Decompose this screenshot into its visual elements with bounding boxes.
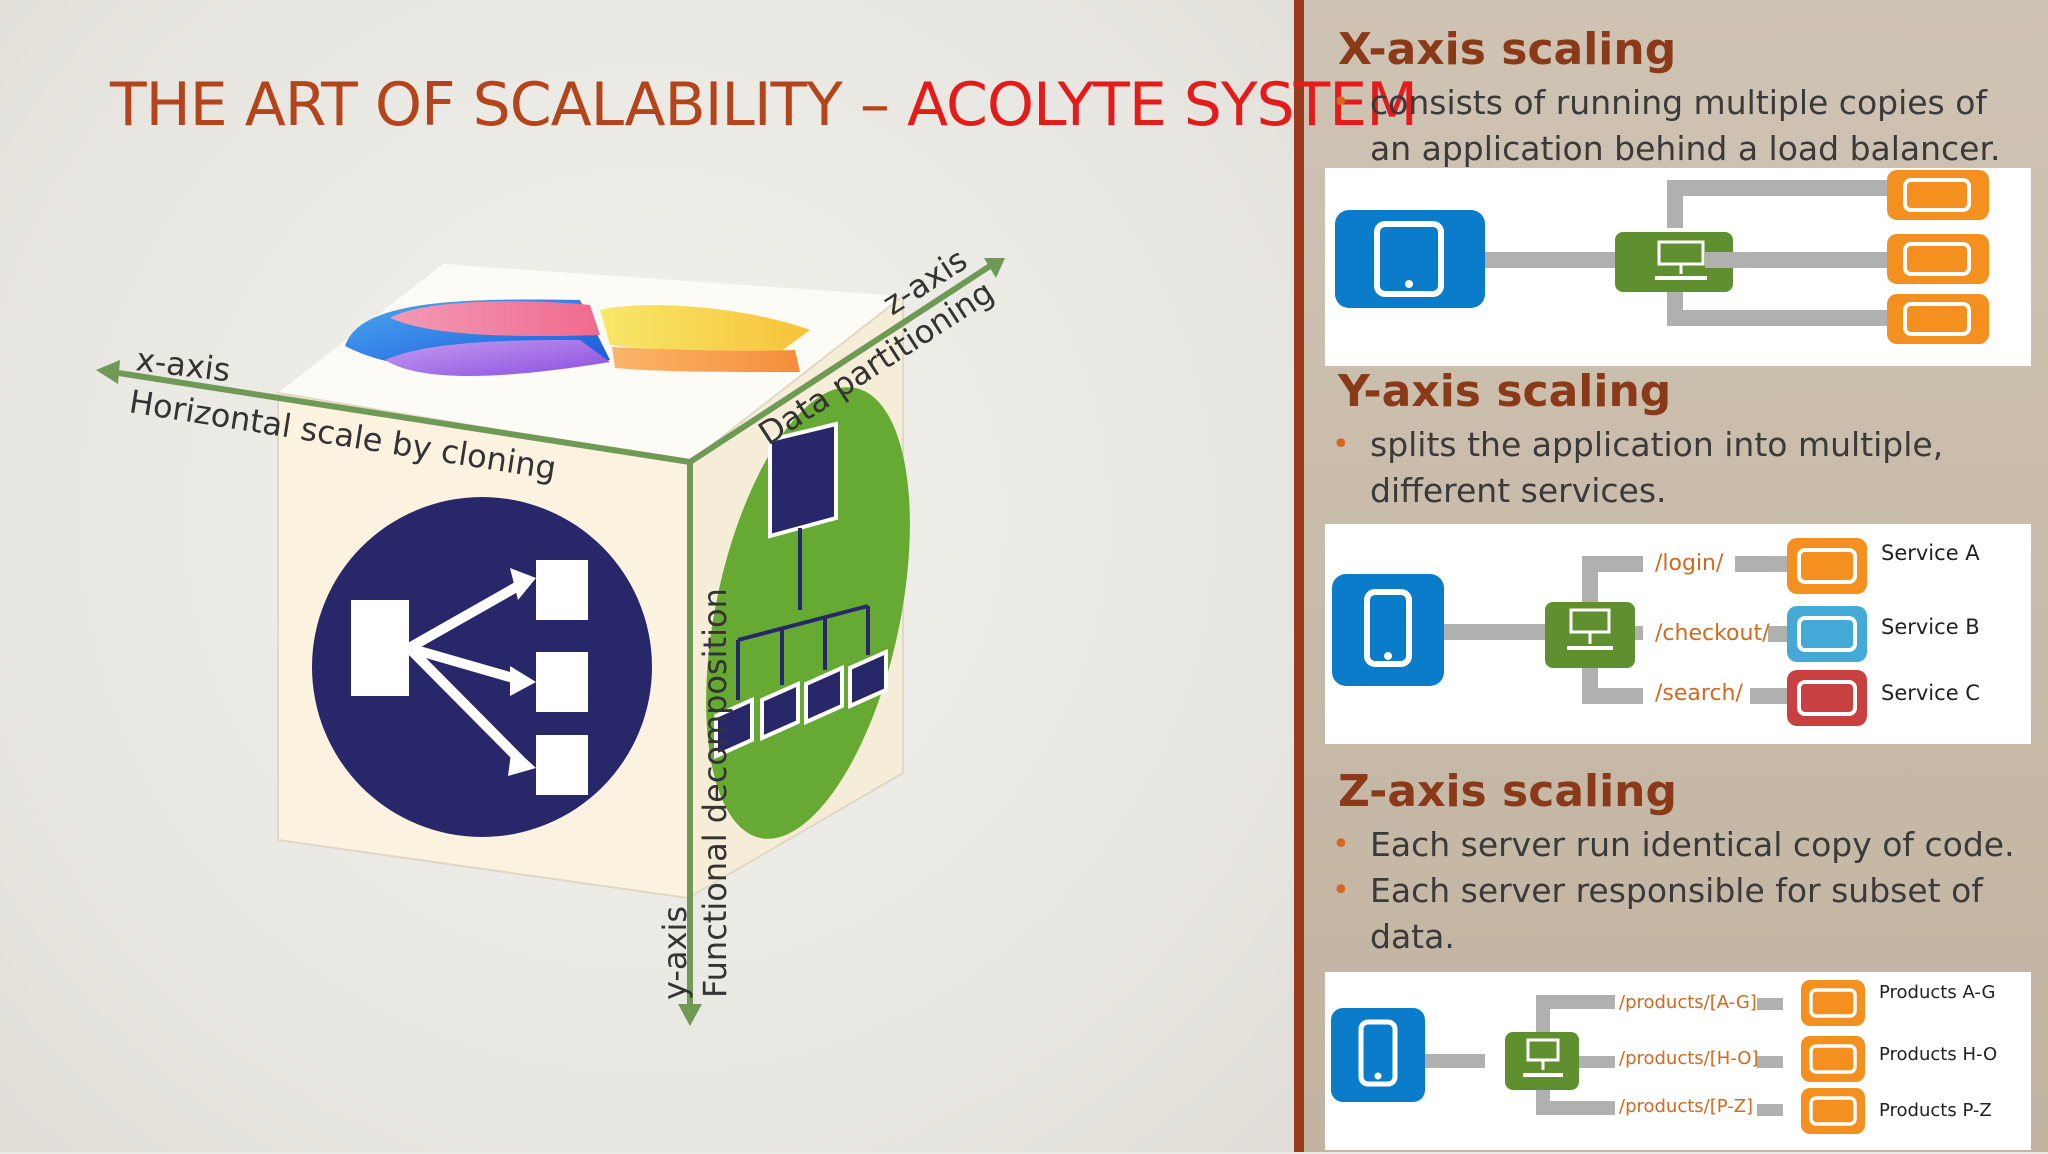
service-b-label: Service B xyxy=(1881,615,1980,639)
products-a-g-label: Products A-G xyxy=(1879,982,1995,1003)
load-balancer-icon xyxy=(1505,1032,1579,1090)
server-window-icon xyxy=(1801,1088,1865,1134)
route-search: /search/ xyxy=(1655,681,1743,706)
hierarchy-icon xyxy=(706,387,910,839)
service-c-label: Service C xyxy=(1881,681,1980,705)
x-axis-bullet: consists of running multiple copies of a… xyxy=(1330,80,2030,172)
server-window-icon xyxy=(1887,170,1989,220)
tablet-icon xyxy=(1335,210,1485,308)
server-window-icon xyxy=(1887,294,1989,344)
tablet-icon xyxy=(1332,574,1444,686)
flow-diverge-icon xyxy=(312,497,652,837)
z-axis-arrow xyxy=(688,258,1005,465)
z-axis-bullet-1: Each server run identical copy of code. xyxy=(1330,822,2030,868)
y-axis-description: Functional decomposition xyxy=(696,588,734,998)
server-window-icon xyxy=(1801,980,1865,1026)
x-axis-arrow xyxy=(96,360,691,465)
x-axis-scaling-bullets: consists of running multiple copies of a… xyxy=(1330,80,2030,172)
z-axis-diagram: /products/[A-G] /products/[H-O] /product… xyxy=(1325,972,2031,1150)
z-axis-scaling-heading: Z-axis scaling xyxy=(1338,766,1678,817)
y-axis-arrow xyxy=(678,462,702,1026)
products-p-z-label: Products P-Z xyxy=(1879,1100,1992,1121)
route-checkout: /checkout/ xyxy=(1655,621,1770,646)
server-window-icon xyxy=(1887,234,1989,284)
products-h-o-label: Products H-O xyxy=(1879,1044,1997,1065)
x-axis-diagram xyxy=(1325,168,2031,366)
y-axis-scaling-bullets: splits the application into multiple, di… xyxy=(1330,422,2030,514)
tablet-icon xyxy=(1331,1008,1425,1102)
z-axis-scaling-bullets: Each server run identical copy of code. … xyxy=(1330,822,2030,960)
server-window-icon xyxy=(1787,538,1867,594)
x-axis-label: x-axis xyxy=(134,340,233,389)
z-axis-bullet-2: Each server responsible for subset of da… xyxy=(1330,868,2030,960)
y-axis-diagram: /login/ /checkout/ /search/ Service A Se… xyxy=(1325,524,2031,744)
server-window-icon xyxy=(1801,1036,1865,1082)
load-balancer-icon xyxy=(1545,602,1635,668)
y-axis-label: y-axis xyxy=(656,906,694,1000)
service-a-label: Service A xyxy=(1881,541,1980,565)
y-axis-bullet: splits the application into multiple, di… xyxy=(1330,422,2030,514)
pie-chart-icon xyxy=(345,299,810,376)
route-products-p-z: /products/[P-Z] xyxy=(1619,1096,1753,1117)
server-window-icon xyxy=(1787,670,1867,726)
title-main: THE ART OF SCALABILITY – xyxy=(110,70,907,140)
route-products-a-g: /products/[A-G] xyxy=(1619,992,1757,1013)
scale-cube-diagram: x-axis Horizontal scale by cloning z-axi… xyxy=(96,240,1005,1026)
route-login: /login/ xyxy=(1655,551,1724,576)
route-products-h-o: /products/[H-O] xyxy=(1619,1048,1758,1069)
x-axis-scaling-heading: X-axis scaling xyxy=(1338,24,1677,75)
vertical-divider xyxy=(1294,0,1304,1152)
server-window-icon xyxy=(1787,606,1867,662)
y-axis-scaling-heading: Y-axis scaling xyxy=(1338,366,1672,417)
load-balancer-icon xyxy=(1615,232,1733,292)
